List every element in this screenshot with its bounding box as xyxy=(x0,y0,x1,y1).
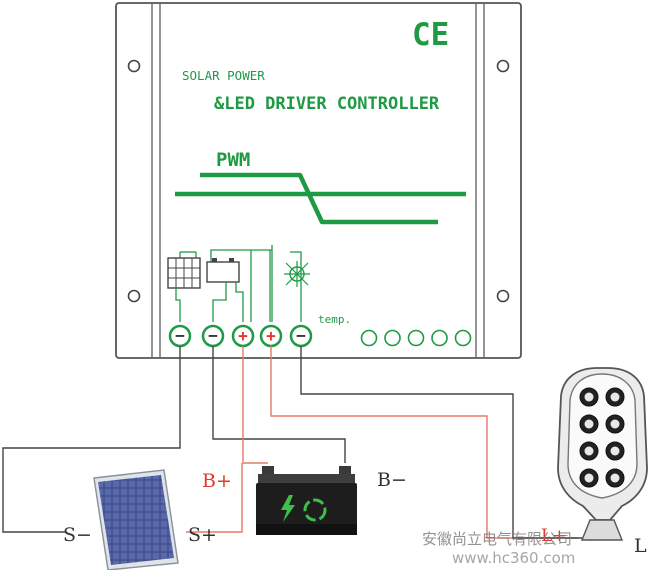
status-led xyxy=(360,329,378,347)
wires xyxy=(2,346,604,539)
battery-positive-label: B+ xyxy=(202,470,232,492)
terminal-block: − − + + − xyxy=(168,324,313,348)
lamp-led-lens xyxy=(584,446,594,456)
lamp-led-lens xyxy=(584,419,594,429)
load-negative-label: L xyxy=(634,535,647,557)
status-led xyxy=(454,329,472,347)
lamp-led-lens xyxy=(584,473,594,483)
solar-panel-icon xyxy=(167,251,201,289)
battery-icon xyxy=(206,249,272,283)
lamp-led-array xyxy=(579,387,625,488)
status-led-row xyxy=(360,329,472,347)
pwm-waveform xyxy=(175,172,466,225)
solar-negative-label: S− xyxy=(63,524,92,546)
mount-hole xyxy=(127,59,141,73)
solar-negative-wire xyxy=(2,346,181,533)
lamp-led-lens xyxy=(584,392,594,402)
lamp-mount xyxy=(580,519,624,541)
lamp-led-lens xyxy=(610,473,620,483)
watermark-url: www.hc360.com xyxy=(452,549,575,567)
battery-negative-wire xyxy=(212,346,346,463)
solar-positive-wire xyxy=(186,463,243,533)
recycle-icon xyxy=(303,498,327,522)
status-led xyxy=(407,329,425,347)
mount-hole xyxy=(496,59,510,73)
terminal-sign: − xyxy=(175,326,185,345)
lamp-led-lens xyxy=(610,392,620,402)
terminal-sign: − xyxy=(296,326,306,345)
load-positive-label: L+ xyxy=(541,526,567,546)
solar-panel xyxy=(93,469,179,570)
lamp-led-lens xyxy=(610,419,620,429)
ce-mark: CE xyxy=(412,17,449,53)
led-street-lamp xyxy=(557,367,648,541)
charge-bolt-icon xyxy=(281,495,295,522)
controller-unit: CE SOLAR POWER &LED DRIVER CONTROLLER PW… xyxy=(115,2,522,359)
mount-hole xyxy=(496,289,510,303)
terminal-sign: + xyxy=(266,326,276,345)
temp-label: temp. xyxy=(318,313,351,326)
solar-positive-label: S+ xyxy=(188,524,217,546)
controller-case xyxy=(115,2,522,359)
status-led xyxy=(384,329,401,347)
title-line-1: SOLAR POWER xyxy=(182,68,265,83)
battery-negative-label: B− xyxy=(377,469,407,491)
mount-hole xyxy=(127,289,141,303)
icon-leads xyxy=(175,245,302,322)
led-lamp-icon xyxy=(284,261,310,287)
lamp-led-lens xyxy=(610,446,620,456)
title-line-2: &LED DRIVER CONTROLLER xyxy=(214,94,440,114)
status-led xyxy=(431,329,448,347)
watermark-company: 安徽尚立电气有限公司 xyxy=(422,530,572,548)
battery-positive-wire xyxy=(242,346,268,464)
load-negative-wire xyxy=(300,346,604,539)
terminal-sign: + xyxy=(238,326,248,345)
battery xyxy=(256,466,357,535)
pwm-label: PWM xyxy=(216,149,250,171)
terminal-sign: − xyxy=(208,326,218,345)
